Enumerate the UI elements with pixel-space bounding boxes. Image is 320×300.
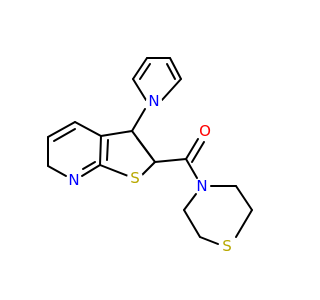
bond-pyrrole-1 bbox=[132, 78, 147, 101]
atom-n-pyrrole-label: N bbox=[148, 92, 159, 110]
bond-pyridine-n-c7a bbox=[81, 164, 101, 177]
bond-carbonyl-o-double bbox=[191, 141, 205, 163]
atom-s-thiophene: S bbox=[127, 169, 143, 187]
bond-thiophene-c2-s bbox=[141, 161, 156, 176]
bond-thiomorpholine-s-c3 bbox=[235, 209, 253, 238]
bond-pyrrole-2 bbox=[132, 57, 148, 80]
atom-s-thiomorpholine-background bbox=[219, 238, 235, 254]
atom-s-thiomorpholine: S bbox=[219, 237, 235, 255]
atom-layer: N O N S N S bbox=[66, 92, 235, 255]
atom-n-amide: N bbox=[194, 177, 210, 195]
bond-thiomorpholine-c2-s bbox=[199, 236, 219, 245]
bond-carbonyl-n bbox=[185, 158, 198, 179]
bond-c2-carbonyl bbox=[154, 158, 187, 163]
atom-n-pyrrole: N bbox=[146, 92, 162, 110]
atom-s-thiophene-label: S bbox=[130, 169, 140, 187]
bond-pyridine-c6-n bbox=[47, 165, 67, 177]
atom-s-thiomorpholine-label: S bbox=[222, 237, 232, 255]
atom-n-amide-label: N bbox=[196, 177, 207, 195]
bond-pyrrole-2-inner bbox=[139, 63, 151, 80]
bond-pyridine-n-c7a-inner bbox=[82, 161, 96, 170]
bond-thiomorpholine-c3-c4 bbox=[235, 185, 253, 211]
atom-n-pyridine-label: N bbox=[68, 171, 79, 189]
atom-o-carbonyl-label: O bbox=[199, 122, 211, 140]
bond-fused-c3a-c7a-inner bbox=[106, 139, 109, 161]
atom-o-carbonyl: O bbox=[197, 122, 213, 140]
bond-pyridine-c3a-c4 bbox=[74, 121, 102, 137]
bond-pyrrole-5 bbox=[161, 78, 182, 101]
atom-n-pyridine: N bbox=[66, 171, 82, 189]
bond-pyrrole-thiophene bbox=[131, 108, 146, 132]
bond-carbonyl-o bbox=[185, 138, 199, 160]
bond-thiophene-c3-c3a bbox=[100, 130, 133, 137]
bond-pyrrole-4-inner bbox=[166, 63, 176, 80]
atom-n-pyrrole-background bbox=[146, 93, 162, 109]
bond-thiophene-s-c7a bbox=[99, 164, 129, 177]
bond-thiomorpholine-n-c1 bbox=[183, 193, 197, 211]
bond-fused-c3a-c7a bbox=[99, 135, 102, 166]
bond-thiomorpholine-c1-c2 bbox=[183, 209, 201, 238]
bond-pyridine-c4-c5 bbox=[47, 121, 76, 138]
bond-pyridine-c4-c5-inner bbox=[53, 128, 76, 142]
atom-s-thiophene-background bbox=[127, 170, 143, 186]
atom-o-carbonyl-background bbox=[197, 123, 213, 139]
bond-pyrrole-4 bbox=[169, 57, 182, 80]
bond-thiophene-c3-c2-inner bbox=[136, 137, 153, 159]
atom-n-amide-background bbox=[194, 178, 210, 194]
atom-n-pyridine-background bbox=[66, 172, 82, 188]
chemical-structure-diagram: N O N S N S bbox=[47, 57, 253, 255]
bond-layer bbox=[47, 57, 253, 245]
